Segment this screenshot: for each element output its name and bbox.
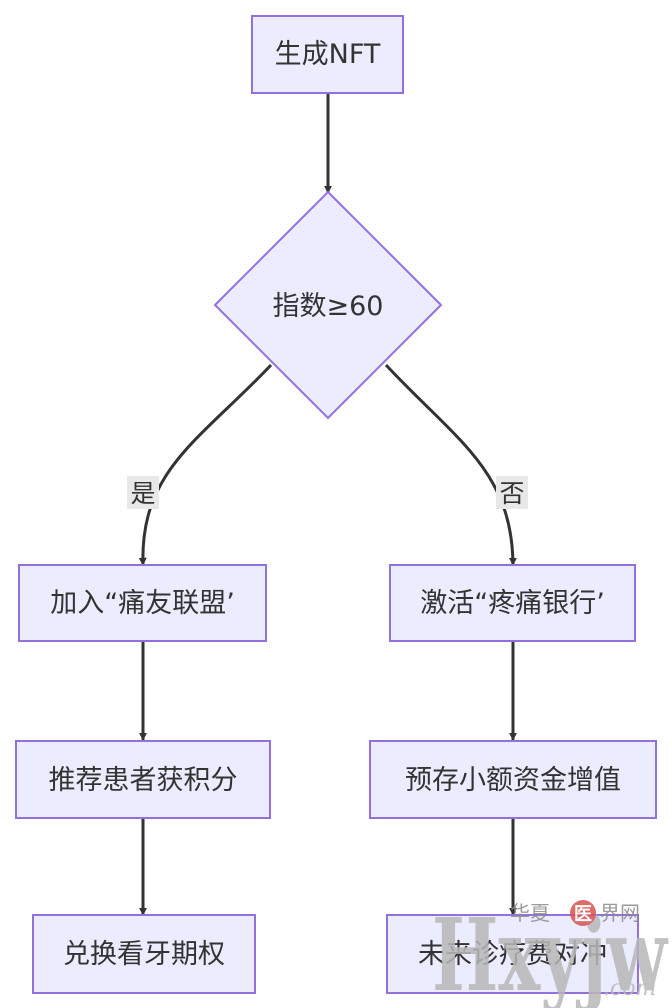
watermark-badge-text: 医 <box>574 904 592 925</box>
node-no2-label: 预存小额资金增值 <box>405 765 621 796</box>
node-yes2-label: 推荐患者获积分 <box>49 765 238 796</box>
edge-decision-to-no1 <box>384 363 517 566</box>
node-no3-label: 未来诊疗费对冲 <box>418 939 607 970</box>
node-start: 生成NFT <box>251 15 404 94</box>
node-yes1-label: 加入“痛友联盟’ <box>50 588 235 619</box>
edges <box>138 93 517 916</box>
node-no1: 激活“疼痛银行’ <box>389 564 636 642</box>
watermark-logo: Hxyjw 华夏 医 界网 .com <box>432 896 669 1008</box>
edge-label-yes: 是 <box>127 476 159 509</box>
edge-label-no: 否 <box>496 476 528 509</box>
node-yes1: 加入“痛友联盟’ <box>18 564 267 642</box>
node-no1-label: 激活“疼痛银行’ <box>420 588 605 619</box>
node-no2: 预存小额资金增值 <box>369 740 657 819</box>
watermark-tagline-left: 华夏 <box>510 901 550 925</box>
edge-label-yes-text: 是 <box>130 479 155 508</box>
edge-label-no-text: 否 <box>499 479 524 508</box>
node-decision: 指数≥60 <box>213 190 443 420</box>
node-yes2: 推荐患者获积分 <box>15 740 271 819</box>
watermark-brand: Hxyjw <box>432 896 669 1008</box>
watermark-badge <box>570 900 596 926</box>
watermark-domain: .com <box>603 976 656 1001</box>
edge-decision-to-yes1 <box>138 363 273 566</box>
node-decision-label: 指数≥60 <box>273 291 384 322</box>
watermark-tagline-right: 界网 <box>600 901 640 925</box>
node-no3: 未来诊疗费对冲 <box>386 914 639 994</box>
node-yes3: 兑换看牙期权 <box>32 914 256 994</box>
node-start-label: 生成NFT <box>275 39 381 70</box>
node-yes3-label: 兑换看牙期权 <box>63 939 225 970</box>
